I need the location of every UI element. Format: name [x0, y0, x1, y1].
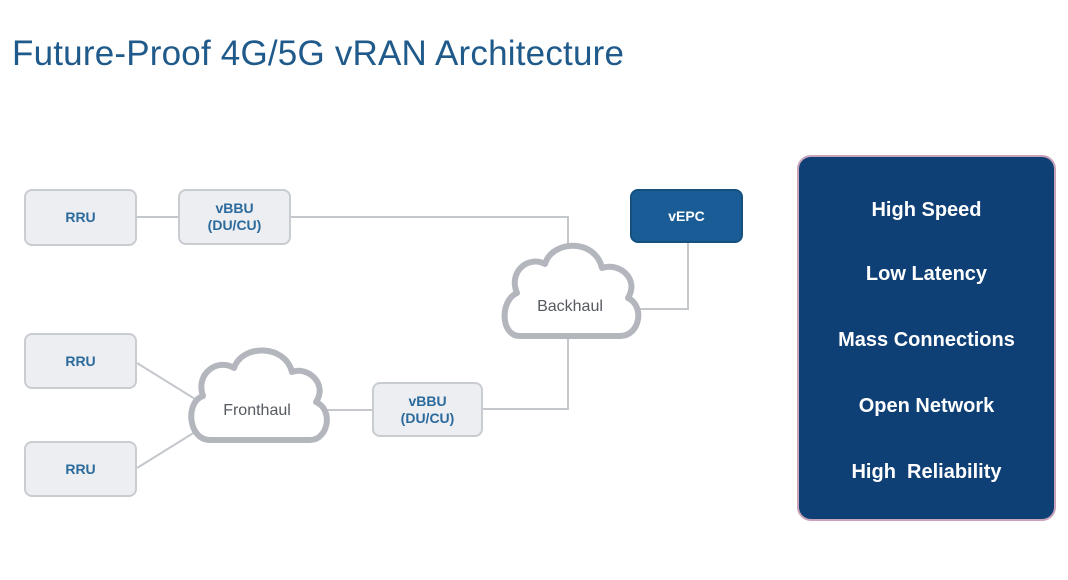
link-rru-mid-fronthaul	[136, 362, 196, 400]
benefit-item: Open Network	[858, 395, 995, 417]
benefit-item: High Speed	[871, 199, 982, 221]
benefit-item: Low Latency	[865, 263, 988, 285]
fronthaul-cloud-icon	[188, 347, 330, 443]
link-backhaul-vbbu-bottom	[483, 338, 569, 410]
backhaul-label: Backhaul	[537, 298, 603, 315]
backhaul-cloud-icon	[501, 242, 642, 339]
vbbu-node-bottom: vBBU (DU/CU)	[372, 382, 483, 437]
rru-node-top: RRU	[24, 189, 137, 246]
vbbu-node-top: vBBU (DU/CU)	[178, 189, 291, 245]
rru-node-bottom: RRU	[24, 441, 137, 497]
vbbu-top-sublabel: (DU/CU)	[207, 217, 262, 233]
link-vbbu-top-backhaul	[291, 216, 569, 255]
vepc-node: vEPC	[630, 189, 743, 243]
fronthaul-label: Fronthaul	[223, 402, 291, 419]
benefit-item: Mass Connections	[838, 329, 1015, 351]
vbbu-bottom-label: vBBU	[408, 392, 447, 409]
link-backhaul-vepc	[635, 243, 689, 310]
rru-mid-label: RRU	[65, 352, 96, 369]
benefit-item: High Reliability	[851, 461, 1002, 483]
rru-bottom-label: RRU	[65, 460, 96, 477]
page-title: Future-Proof 4G/5G vRAN Architecture	[12, 34, 625, 73]
rru-node-mid: RRU	[24, 333, 137, 389]
benefits-panel: High Speed Low Latency Mass Connections …	[797, 155, 1056, 521]
vbbu-bottom-sublabel: (DU/CU)	[400, 409, 455, 426]
vepc-label: vEPC	[668, 207, 705, 224]
rru-top-label: RRU	[65, 209, 96, 225]
link-rru-bottom-fronthaul	[136, 431, 196, 469]
vbbu-top-label: vBBU	[215, 200, 254, 216]
